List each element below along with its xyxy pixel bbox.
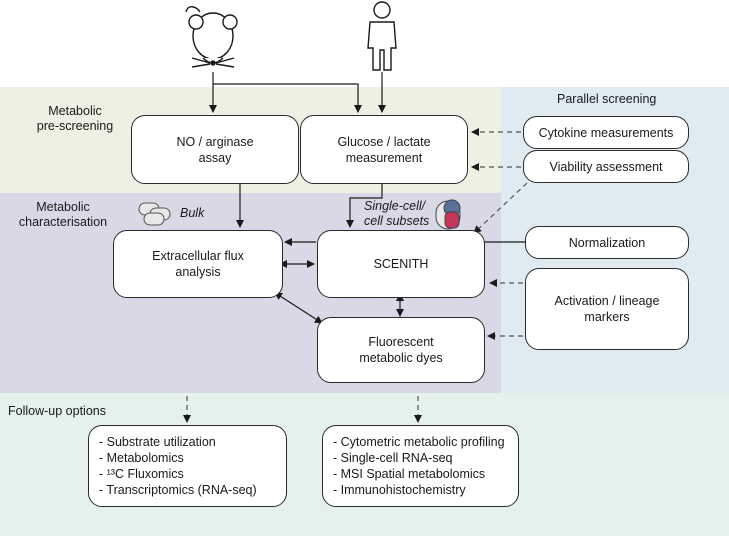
- single-cell-icon: [435, 199, 461, 230]
- single-cell-tag: Single-cell/ cell subsets: [364, 199, 430, 228]
- scenith-box: SCENITH: [317, 230, 485, 298]
- section-label-characterisation: Metabolic characterisation: [18, 200, 108, 229]
- section-label-parallel: Parallel screening: [557, 92, 657, 106]
- followup-bulk-item: - Substrate utilization: [99, 435, 216, 449]
- cytokine-measurements-box: Cytokine measurements: [523, 116, 689, 149]
- followup-bulk-item: - Metabolomics: [99, 451, 184, 465]
- no-arginase-assay-box: NO / arginase assay: [131, 115, 299, 184]
- followup-bulk-box: - Substrate utilization - Metabolomics -…: [88, 425, 287, 507]
- followup-bulk-item: - Transcriptomics (RNA-seq): [99, 483, 257, 497]
- fluorescent-dyes-box: Fluorescent metabolic dyes: [317, 317, 485, 383]
- section-label-prescreening: Metabolic pre-screening: [36, 104, 114, 133]
- activation-lineage-box: Activation / lineage markers: [525, 268, 689, 350]
- normalization-box: Normalization: [525, 226, 689, 259]
- followup-single-item: - Immunohistochemistry: [333, 483, 466, 497]
- followup-single-item: - Cytometric metabolic profiling: [333, 435, 505, 449]
- followup-bulk-item: - ¹³C Fluxomics: [99, 467, 184, 481]
- bulk-tag: Bulk: [180, 206, 205, 220]
- extracellular-flux-box: Extracellular flux analysis: [113, 230, 283, 298]
- bulk-cells-icon: [138, 202, 171, 226]
- mouse-icon: [185, 6, 238, 68]
- followup-single-item: - Single-cell RNA-seq: [333, 451, 453, 465]
- human-icon: [367, 1, 397, 71]
- section-label-followup: Follow-up options: [8, 404, 106, 418]
- followup-single-item: - MSI Spatial metabolomics: [333, 467, 486, 481]
- viability-assessment-box: Viability assessment: [523, 150, 689, 183]
- glucose-lactate-box: Glucose / lactate measurement: [300, 115, 468, 184]
- followup-single-box: - Cytometric metabolic profiling - Singl…: [322, 425, 519, 507]
